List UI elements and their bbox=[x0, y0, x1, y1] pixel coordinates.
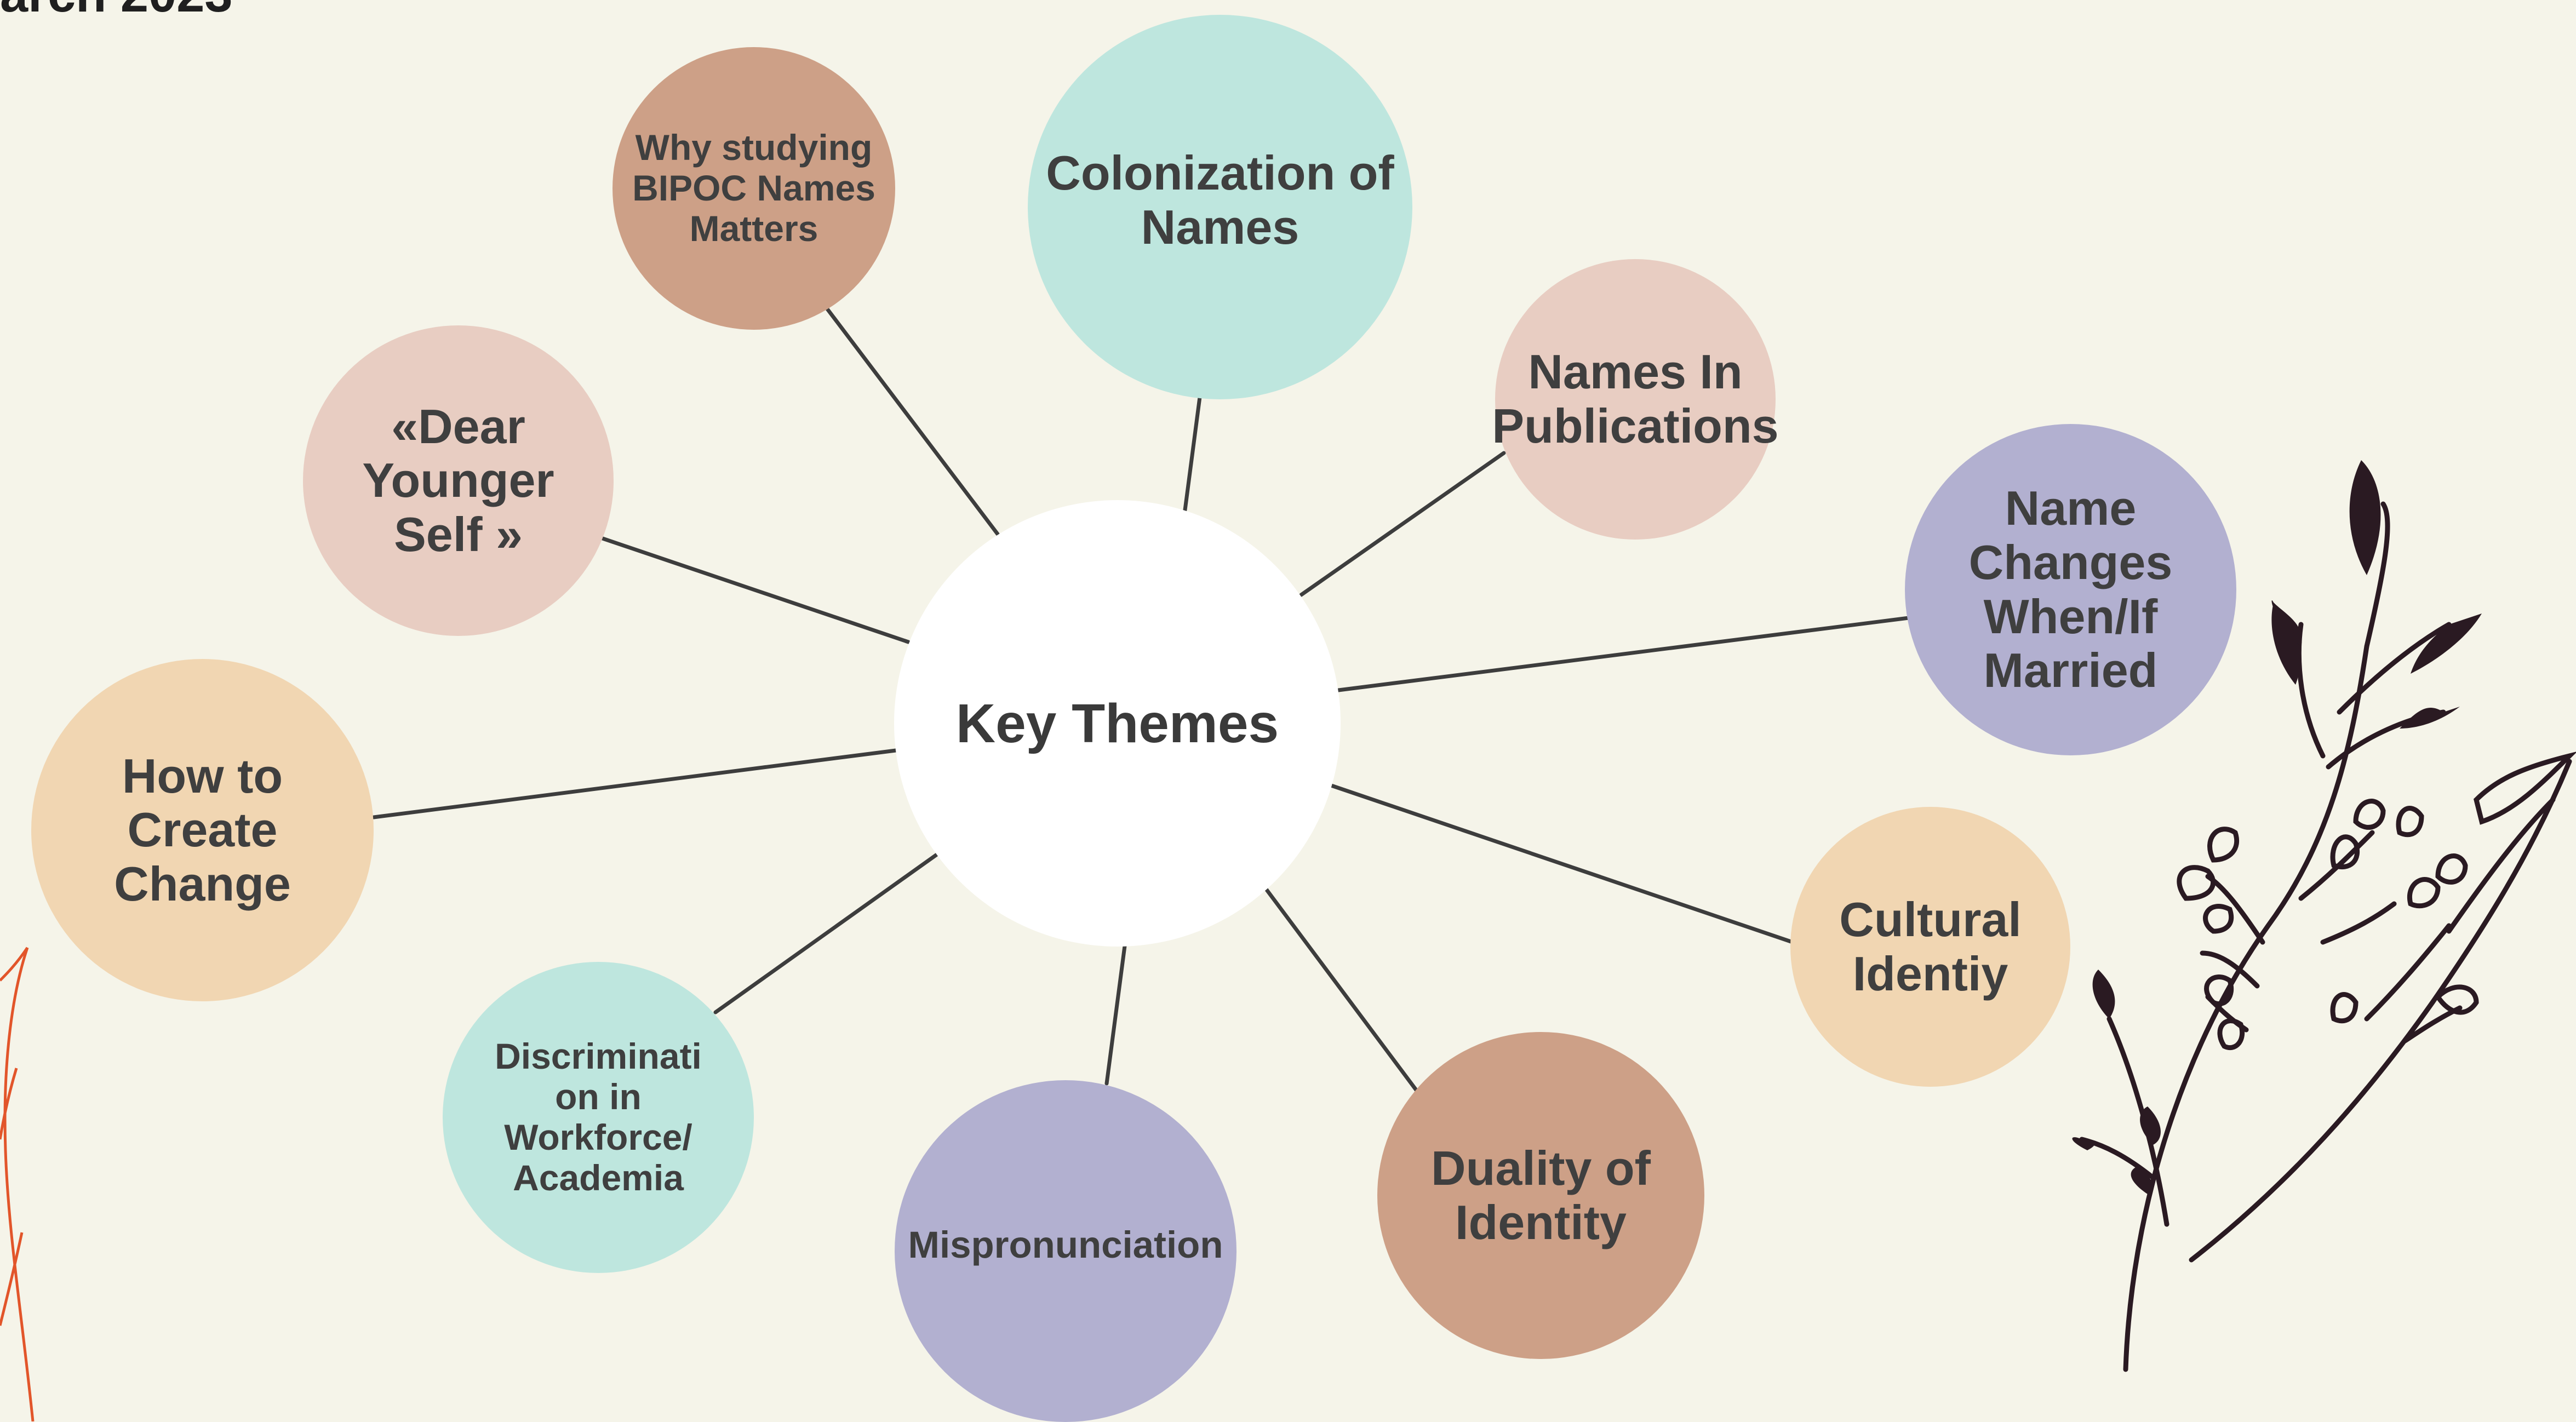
theme-node-dear-younger: «Dear Younger Self » bbox=[303, 325, 614, 636]
theme-label: «Dear Younger Self » bbox=[362, 399, 554, 561]
theme-node-duality: Duality of Identity bbox=[1377, 1032, 1704, 1359]
connector-duality bbox=[1264, 887, 1418, 1092]
theme-label: Names In Publications bbox=[1492, 345, 1779, 453]
theme-node-publications: Names In Publications bbox=[1492, 259, 1779, 540]
theme-label: Colonization of Names bbox=[1046, 146, 1394, 254]
theme-label: Why studying BIPOC Names Matters bbox=[632, 127, 875, 249]
theme-label: Duality of Identity bbox=[1431, 1140, 1651, 1249]
connector-create-change bbox=[371, 748, 898, 819]
connector-colonization bbox=[1183, 395, 1202, 512]
theme-node-cultural: Cultural Identiy bbox=[1790, 807, 2070, 1087]
theme-node-name-changes: Name Changes When/If Married bbox=[1905, 424, 2236, 755]
theme-label: Cultural Identiy bbox=[1839, 892, 2022, 1001]
leaf-branch-right-fill bbox=[2072, 460, 2482, 1194]
theme-node-mispronunciation: Mispronunciation bbox=[895, 1080, 1237, 1422]
theme-node-discrimination: Discriminati on in Workforce/ Academia bbox=[443, 962, 754, 1273]
connector-discrimination bbox=[713, 852, 939, 1014]
theme-node-create-change: How to Create Change bbox=[31, 659, 374, 1001]
connector-cultural bbox=[1329, 783, 1793, 944]
theme-node-why-studying: Why studying BIPOC Names Matters bbox=[612, 47, 895, 330]
page-title: arch 2023 bbox=[0, 0, 233, 24]
theme-label: How to Create Change bbox=[114, 748, 291, 911]
connector-dear-younger bbox=[600, 536, 911, 644]
connector-why-studying bbox=[823, 305, 1000, 536]
theme-label: Discriminati on in Workforce/ Academia bbox=[495, 1036, 702, 1198]
central-node-label: Key Themes bbox=[955, 692, 1279, 754]
theme-label: Name Changes When/If Married bbox=[1968, 481, 2173, 698]
theme-node-colonization: Colonization of Names bbox=[1028, 15, 1412, 399]
connector-publications bbox=[1299, 451, 1506, 597]
central-node: Key Themes bbox=[894, 500, 1341, 947]
leaf-branch-left bbox=[0, 947, 35, 1421]
connector-mispronunciation bbox=[1104, 944, 1127, 1086]
leaf-branch-right bbox=[2079, 501, 2576, 1372]
connector-name-changes bbox=[1336, 616, 1911, 692]
theme-label: Mispronunciation bbox=[908, 1224, 1223, 1266]
